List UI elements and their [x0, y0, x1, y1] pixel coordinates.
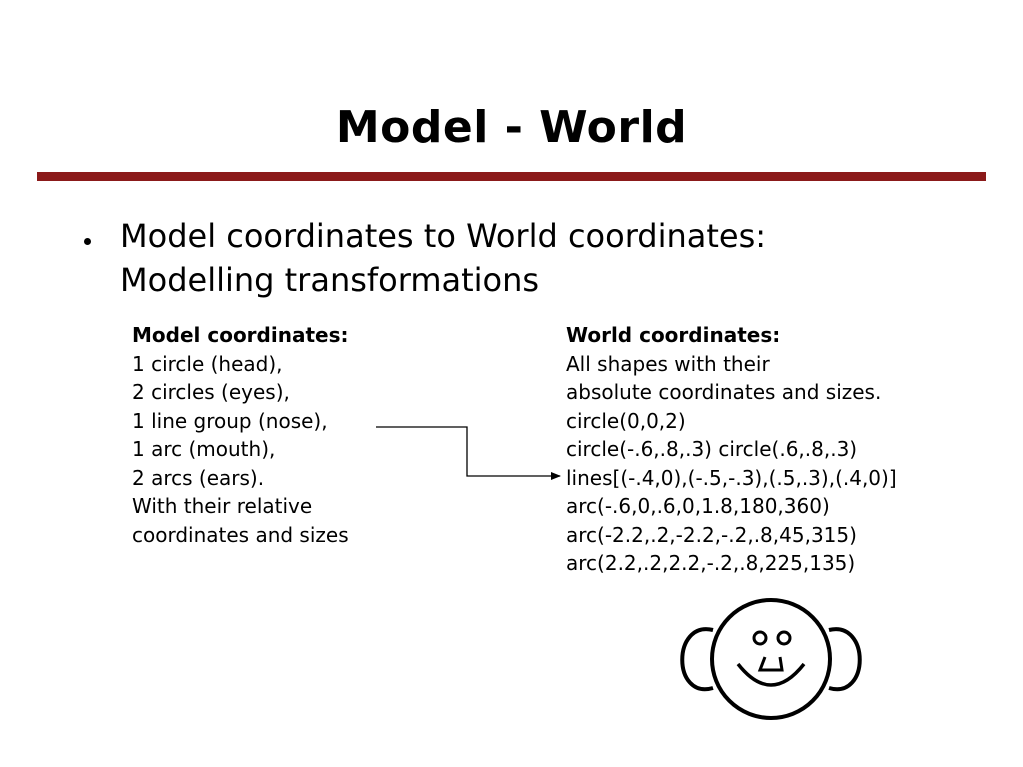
- smiley-face-icon: [680, 598, 862, 720]
- model-line: 2 circles (eyes),: [132, 380, 290, 404]
- arrow-icon: [376, 426, 561, 480]
- model-line: 1 circle (head),: [132, 351, 283, 376]
- model-line: coordinates and sizes: [132, 522, 349, 547]
- bullet-line-1: Model coordinates to World coordinates:: [120, 217, 767, 255]
- world-coordinates-column: World coordinates: All shapes with their…: [566, 321, 897, 578]
- world-line: absolute coordinates and sizes.: [566, 380, 882, 404]
- left-eye-circle: [752, 630, 768, 646]
- mouth-arc: [736, 662, 806, 687]
- title-divider: [37, 172, 986, 181]
- head-circle: [710, 598, 832, 720]
- left-ear-arc: [680, 627, 714, 692]
- slide-title: Model - World: [335, 102, 688, 153]
- bullet-line-2: Modelling transformations: [120, 261, 540, 299]
- nose-lines: [757, 656, 784, 672]
- right-ear-arc: [828, 627, 862, 692]
- world-coordinates-heading: World coordinates:: [566, 323, 781, 347]
- right-eye-circle: [776, 630, 792, 646]
- world-line: arc(-2.2,.2,-2.2,-.2,.8,45,315): [566, 522, 857, 547]
- model-line: 2 arcs (ears).: [132, 465, 265, 490]
- world-line: lines[(-.4,0),(-.5,-.3),(.5,.3),(.4,0)]: [566, 465, 897, 490]
- model-line: 1 arc (mouth),: [132, 437, 276, 461]
- world-line: circle(-.6,.8,.3) circle(.6,.8,.3): [566, 437, 858, 461]
- world-line: arc(2.2,.2,2.2,-.2,.8,225,135): [566, 551, 856, 575]
- world-line: All shapes with their: [566, 351, 770, 376]
- world-line: arc(-.6,0,.6,0,1.8,180,360): [566, 494, 830, 518]
- bullet-text: Model coordinates to World coordinates: …: [120, 214, 980, 302]
- bullet-dot-icon: [84, 238, 91, 245]
- model-coordinates-heading: Model coordinates:: [132, 323, 349, 347]
- model-line: With their relative: [132, 494, 313, 518]
- model-line: 1 line group (nose),: [132, 408, 328, 433]
- world-line: circle(0,0,2): [566, 408, 686, 433]
- model-coordinates-column: Model coordinates: 1 circle (head), 2 ci…: [132, 321, 349, 549]
